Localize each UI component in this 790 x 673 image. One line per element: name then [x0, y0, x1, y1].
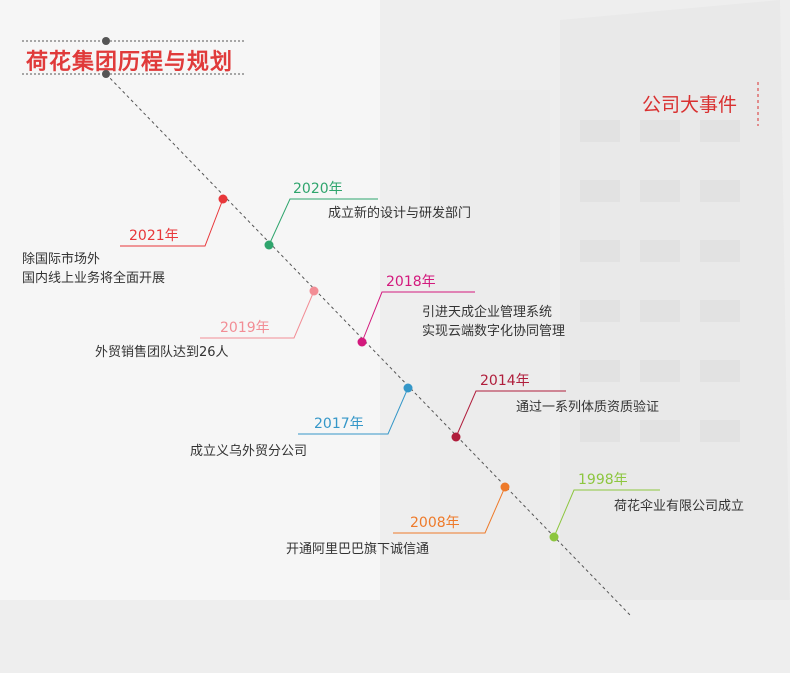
connector-2008 — [393, 486, 506, 534]
connector-2018 — [361, 291, 475, 343]
event-desc-line: 开通阿里巴巴旗下诚信通 — [286, 542, 430, 557]
connector-1998 — [553, 489, 660, 538]
connector-2017 — [298, 387, 409, 435]
event-desc-2020: 成立新的设计与研发部门 — [328, 204, 471, 223]
event-desc-line: 成立义乌外贸分公司 — [190, 444, 308, 459]
dot-2019 — [309, 286, 319, 296]
event-desc-2019: 外贸销售团队达到26人 — [95, 343, 229, 362]
dot-2008 — [500, 482, 510, 492]
year-label-2008: 2008年 — [410, 515, 460, 531]
event-desc-2014: 通过一系列体质资质验证 — [516, 398, 659, 417]
connector-2021 — [120, 198, 224, 247]
event-desc-line: 外贸销售团队达到26人 — [95, 345, 229, 360]
page-title: 荷花集团历程与规划 — [26, 50, 234, 75]
dot-2020 — [264, 240, 274, 250]
dot-2021 — [218, 194, 228, 204]
year-label-2017: 2017年 — [314, 416, 364, 432]
connector-2014 — [455, 390, 566, 438]
title-top-dot — [102, 37, 110, 45]
event-desc-line: 引进天成企业管理系统 — [422, 305, 553, 320]
event-desc-2017: 成立义乌外贸分公司 — [190, 442, 307, 461]
year-label-2019: 2019年 — [220, 320, 270, 336]
connector-2019 — [200, 290, 315, 339]
year-label-2018: 2018年 — [386, 274, 436, 290]
year-label-2020: 2020年 — [293, 181, 343, 197]
connector-2020 — [268, 198, 378, 246]
event-desc-2018: 引进天成企业管理系统 实现云端数字化协同管理 — [422, 303, 565, 341]
event-desc-line: 成立新的设计与研发部门 — [328, 206, 472, 221]
event-desc-2021: 除国际市场外 国内线上业务将全面开展 — [22, 250, 165, 288]
event-desc-1998: 荷花伞业有限公司成立 — [614, 497, 744, 516]
year-label-1998: 1998年 — [578, 472, 628, 488]
year-label-2014: 2014年 — [480, 373, 530, 389]
dot-2017 — [403, 383, 413, 393]
dot-2014 — [451, 432, 461, 442]
dot-1998 — [549, 532, 559, 542]
year-label-2021: 2021年 — [129, 228, 179, 244]
event-desc-line: 除国际市场外 — [22, 252, 101, 267]
event-desc-line: 实现云端数字化协同管理 — [422, 324, 566, 339]
event-desc-2008: 开通阿里巴巴旗下诚信通 — [286, 540, 429, 559]
section-subtitle: 公司大事件 — [642, 94, 738, 116]
event-desc-line: 荷花伞业有限公司成立 — [614, 499, 745, 514]
event-desc-line: 通过一系列体质资质验证 — [516, 400, 660, 415]
event-desc-line: 国内线上业务将全面开展 — [22, 271, 166, 286]
dot-2018 — [357, 337, 367, 347]
